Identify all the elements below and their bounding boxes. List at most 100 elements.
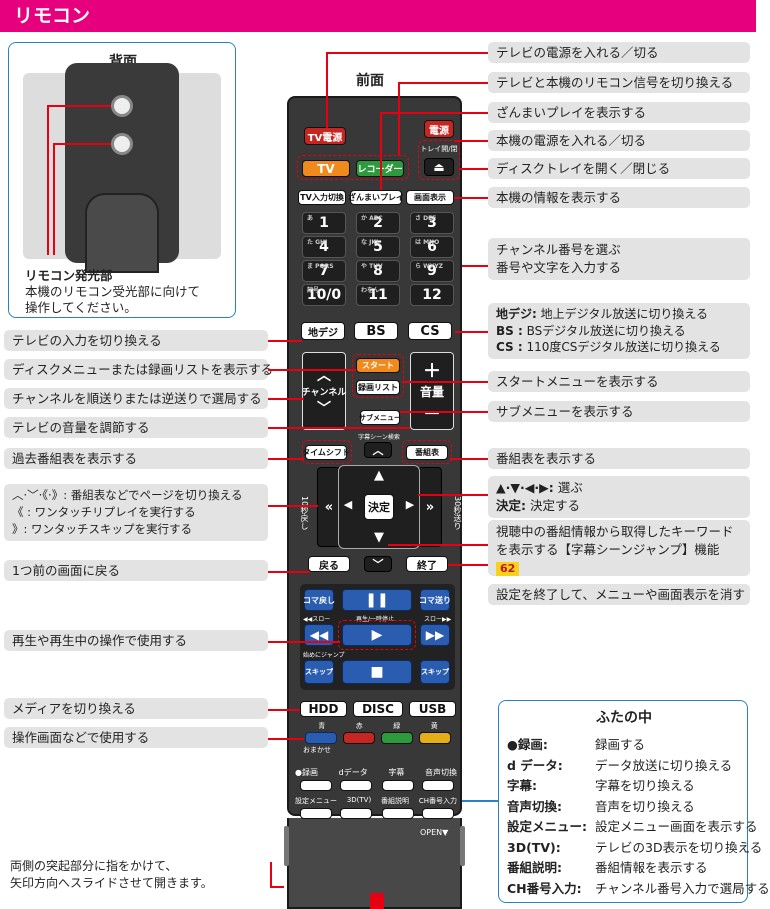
leader [450,458,488,460]
power-button[interactable]: 電源 [424,120,454,138]
dpad-left[interactable]: ◀ [343,498,353,511]
volume-up-icon: ＋ [423,360,441,382]
page-right-button[interactable]: » [418,467,442,547]
leader [418,494,488,496]
number-sub-label: あ [307,215,314,222]
display-button[interactable]: 画面表示 [406,190,454,205]
audio-label: 音声切換 [424,768,457,777]
fast-forward-button[interactable]: ▶▶ [420,624,450,646]
rewind-button[interactable]: ◀◀ [304,624,334,646]
rec-button[interactable] [300,780,332,791]
bs-button[interactable]: BS [354,322,398,340]
double-left-icon: « [324,499,334,515]
callout-disc-menu: ディスクメニューまたは録画リストを表示する [4,359,273,380]
start-button[interactable]: スタート [356,358,400,373]
skip-fwd-label: 30秒送り [453,496,462,531]
back-button[interactable]: 戻る [308,556,350,572]
usb-button[interactable]: USB [409,701,456,717]
green-button[interactable] [381,732,413,744]
terrestrial-button[interactable]: 地デジ [301,322,345,340]
prog-info-button[interactable] [382,808,414,819]
lid-row-value: 録画する [595,737,646,752]
callout-submenu: サブメニューを表示する [488,401,750,422]
number-sub-label: ら WXYZ [415,263,444,270]
leader [454,197,488,199]
cs-button[interactable]: CS [408,322,452,340]
blue-button[interactable] [305,732,337,744]
play-button[interactable]: ▶ [342,624,412,646]
3d-button[interactable] [340,808,372,819]
leader [402,381,488,383]
callout-tv-power: テレビの電源を入れる／切る [488,42,750,63]
skip-back-button[interactable]: スキップ [304,660,334,684]
enter-button[interactable]: 決定 [364,494,394,520]
audio-button[interactable] [422,780,454,791]
caption-jump-button[interactable]: ︿ [364,442,392,458]
number-button-12[interactable]: 12 [410,284,454,306]
skip-fwd-button[interactable]: スキップ [420,660,450,684]
highlight-timeshift [302,440,352,464]
page-ref-62[interactable]: 62 [496,562,520,576]
data-label: dデータ [338,768,368,777]
tv-input-button[interactable]: TV入力切換 [298,190,346,205]
stop-button[interactable]: ■ [342,660,412,684]
page-left-button[interactable]: « [317,467,341,547]
bc-d3: 110度CSデジタル放送に切り換える [526,340,721,354]
data-button[interactable] [340,780,372,791]
disc-button[interactable]: DISC [353,701,403,717]
red-button[interactable] [343,732,375,744]
setting-menu-button[interactable] [300,808,332,819]
rec-list-button[interactable]: 録画リスト [356,380,400,395]
leader [460,168,488,170]
leader [268,427,410,429]
guide-button[interactable]: 番組表 [406,445,448,460]
tv-button[interactable]: TV [302,160,350,177]
page-down-button[interactable]: ﹀ [364,556,392,572]
rewind-icon: ◀◀ [309,628,329,642]
hdd-button[interactable]: HDD [300,701,347,717]
end-button[interactable]: 終了 [406,556,448,572]
leader [268,398,304,400]
tray-button[interactable]: ⏏ [424,158,454,176]
callout-select: ▲·▼·◀·▶: 選ぶ 決定: 決定する [488,476,750,518]
callout-signal-switch: テレビと本機のリモコン信号を切り換える [488,72,750,93]
lid-row-value: 設定メニュー画面を表示する [595,819,758,834]
leader [380,112,488,114]
yellow-button[interactable] [419,732,451,744]
subtitle-button[interactable] [382,780,414,791]
lid-row-key: CH番号入力: [507,880,582,896]
frame-fwd-button[interactable]: コマ送り [419,589,451,611]
pause-button[interactable]: ❚❚ [342,589,412,611]
tv-power-button[interactable]: TV電源 [304,127,346,145]
callout-channel-line2: 番号や文字を入力する [496,260,622,275]
ch-input-button[interactable] [422,808,454,819]
emitter-desc-2: 操作してください。 [25,300,137,315]
highlight-tray [418,140,460,180]
open-label: OPEN▼ [420,828,449,837]
leader [268,738,304,740]
number-label: 4 [319,239,329,255]
dpad-up[interactable]: ▲ [374,468,384,483]
channel-rocker[interactable]: ︿ チャンネル ﹀ [302,352,346,430]
number-label: 9 [427,263,437,279]
volume-rocker[interactable]: ＋ 音量 － [410,352,454,430]
timeshift-button[interactable]: タイムシフト [302,445,350,460]
leader [270,862,272,886]
dpad-down[interactable]: ▼ [374,530,384,545]
frame-back-button[interactable]: コマ戻し [303,589,335,611]
sel-t1: ▲·▼·◀·▶: [496,480,554,495]
submenu-button[interactable]: サブメニュー [359,410,401,425]
dpad-right[interactable]: ▶ [405,498,415,511]
zanmai-button[interactable]: ざんまいプレイ [348,190,404,205]
